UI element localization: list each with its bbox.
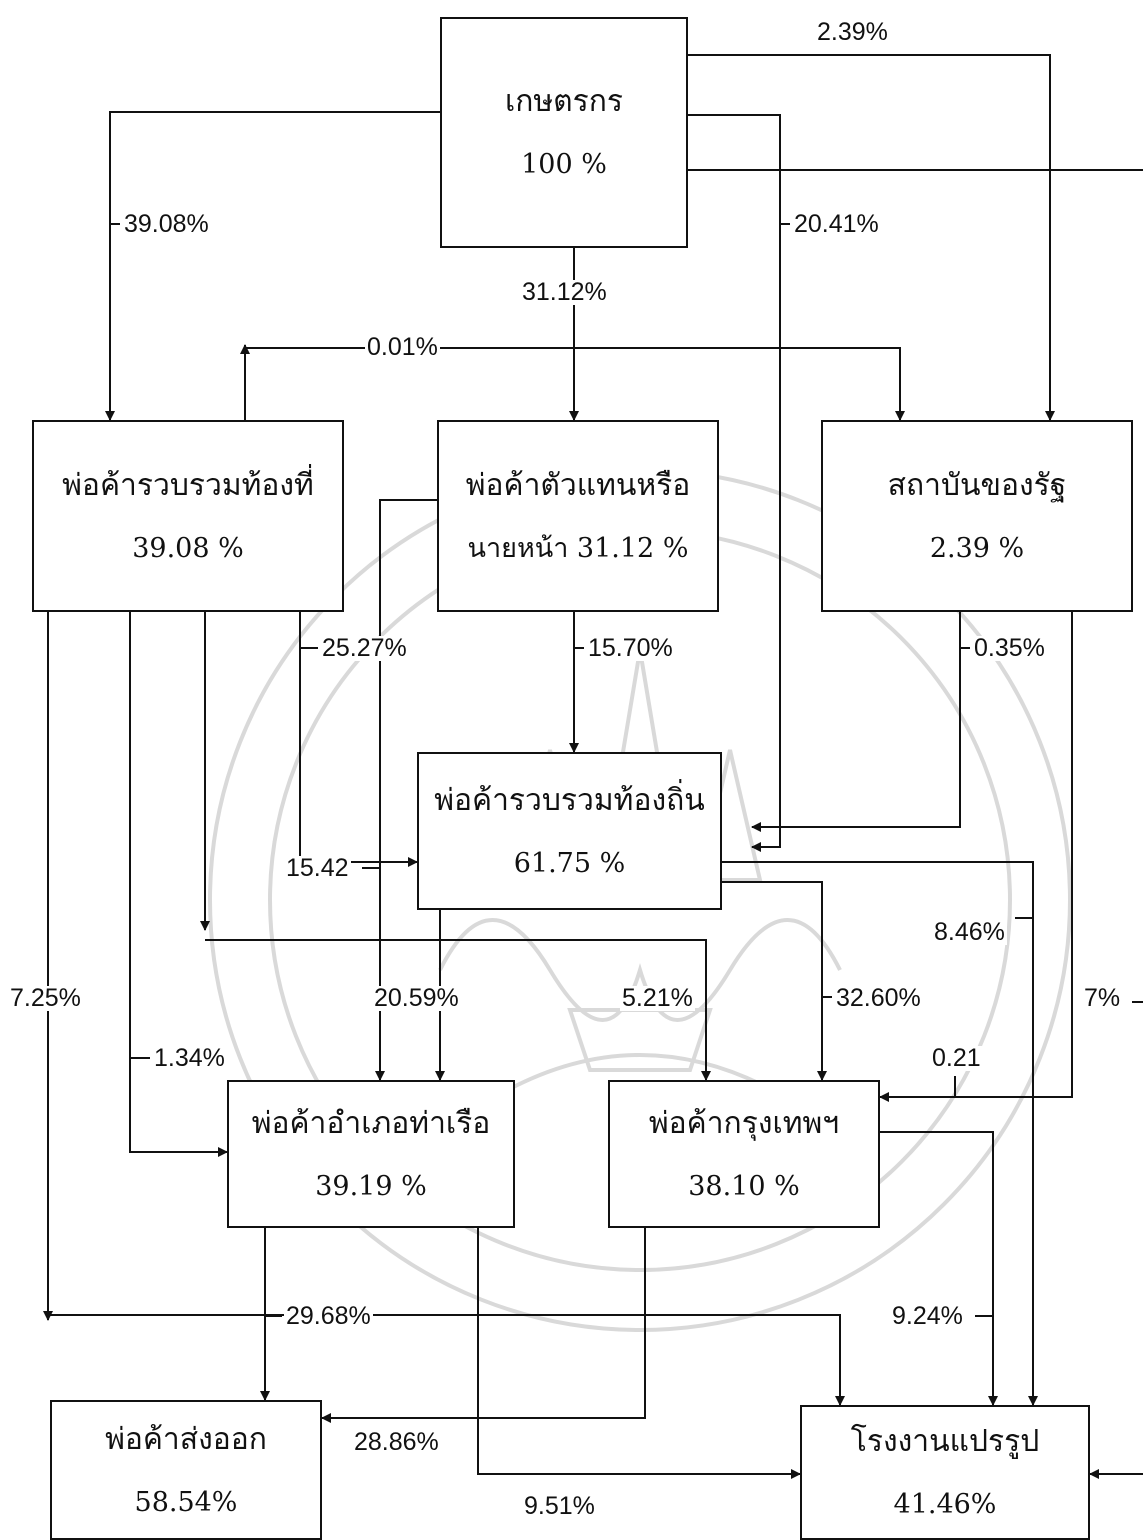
flow-label: 7.25% [8, 984, 83, 1012]
node-broker: พ่อค้าตัวแทนหรือ นายหน้า 31.12 % [437, 420, 719, 612]
flow-label: 8.46% [932, 918, 1007, 946]
node-name: พ่อค้ารวบรวมท้องถิ่น [434, 782, 705, 818]
node-percent: 100 % [521, 149, 607, 180]
flow-label: 0.01% [365, 333, 440, 361]
flow-label: 7% [1082, 984, 1123, 1012]
flow-label: 25.27% [320, 634, 409, 662]
arrow-local-to-state-line [245, 347, 905, 421]
node-name: สถาบันของรัฐ [887, 467, 1067, 503]
node-tharuea-trader: พ่อค้าอำเภอท่าเรือ 39.19 % [227, 1080, 515, 1228]
flow-label: 9.24% [890, 1302, 965, 1330]
node-bangkok-trader: พ่อค้ากรุงเทพฯ 38.10 % [608, 1080, 880, 1228]
arrow-state-to-bangkok [879, 612, 1073, 1102]
node-percent: 39.08 % [132, 532, 244, 564]
flow-label: 32.60% [834, 984, 923, 1012]
node-name: พ่อค้ารวบรวมท้องที่ [62, 467, 314, 503]
node-local-collector: พ่อค้ารวบรวมท้องที่ 39.08 % [32, 420, 344, 612]
arrow-local-to-processor [48, 1314, 845, 1406]
flow-label: 0.35% [972, 634, 1047, 662]
node-percent: นายหน้า 31.12 % [467, 532, 689, 564]
node-name: โรงงานแปรรูป [850, 1424, 1040, 1459]
flow-label: 28.86% [352, 1428, 441, 1456]
flow-label: 31.12% [520, 278, 609, 306]
arrow-local-to-tharuea [129, 612, 228, 1157]
flow-label: 5.21% [620, 984, 695, 1012]
arrow-tharuea-to-processor [477, 1228, 801, 1479]
arrow-farmer-to-local [105, 111, 440, 421]
node-percent: 41.46% [893, 1489, 997, 1520]
node-name: เกษตรกร [504, 84, 624, 119]
flow-label: 2.39% [815, 18, 890, 46]
node-farmer: เกษตรกร 100 % [440, 17, 688, 248]
arrow-bangkok-to-processor [880, 1131, 998, 1406]
flow-label: 20.59% [372, 984, 461, 1012]
node-name: พ่อค้าตัวแทนหรือ [465, 467, 691, 503]
node-exporter: พ่อค้าส่งออก 58.54% [50, 1400, 322, 1540]
arrow-state-to-regional [751, 612, 961, 832]
node-name: พ่อค้าส่งออก [105, 1421, 267, 1457]
node-name: พ่อค้าอำเภอท่าเรือ [251, 1105, 491, 1141]
arrow-local-to-bangkok-b [205, 939, 711, 1081]
arrow-farmer-to-state [688, 54, 1055, 421]
node-percent: 61.75 % [513, 847, 626, 879]
flow-label: 39.08% [122, 210, 211, 238]
flow-label: 15.70% [586, 634, 675, 662]
node-percent: 38.10 % [688, 1170, 800, 1202]
arrow-broker-to-tharuea [375, 499, 440, 1081]
flow-label: 9.51% [522, 1492, 597, 1520]
node-regional-collector: พ่อค้ารวบรวมท้องถิ่น 61.75 % [417, 752, 722, 910]
node-name: พ่อค้ากรุงเทพฯ [648, 1105, 840, 1141]
flow-label: 1.34% [152, 1044, 227, 1072]
flow-label: 20.41% [792, 210, 881, 238]
node-processor: โรงงานแปรรูป 41.46% [800, 1405, 1090, 1540]
flow-label: 0.21 [930, 1044, 983, 1072]
flow-label: 15.42 [284, 854, 351, 882]
node-percent: 39.19 % [315, 1170, 427, 1202]
node-state-institution: สถาบันของรัฐ 2.39 % [821, 420, 1133, 612]
node-percent: 58.54% [134, 1486, 238, 1518]
arrow-farmer-to-regional [688, 114, 781, 852]
arrow-regional-to-processor [722, 861, 1038, 1406]
arrow-regional-to-bangkok [722, 881, 827, 1081]
flow-label: 29.68% [284, 1302, 373, 1330]
node-percent: 2.39 % [929, 532, 1025, 564]
arrow-bangkok-to-exporter [321, 1228, 646, 1423]
